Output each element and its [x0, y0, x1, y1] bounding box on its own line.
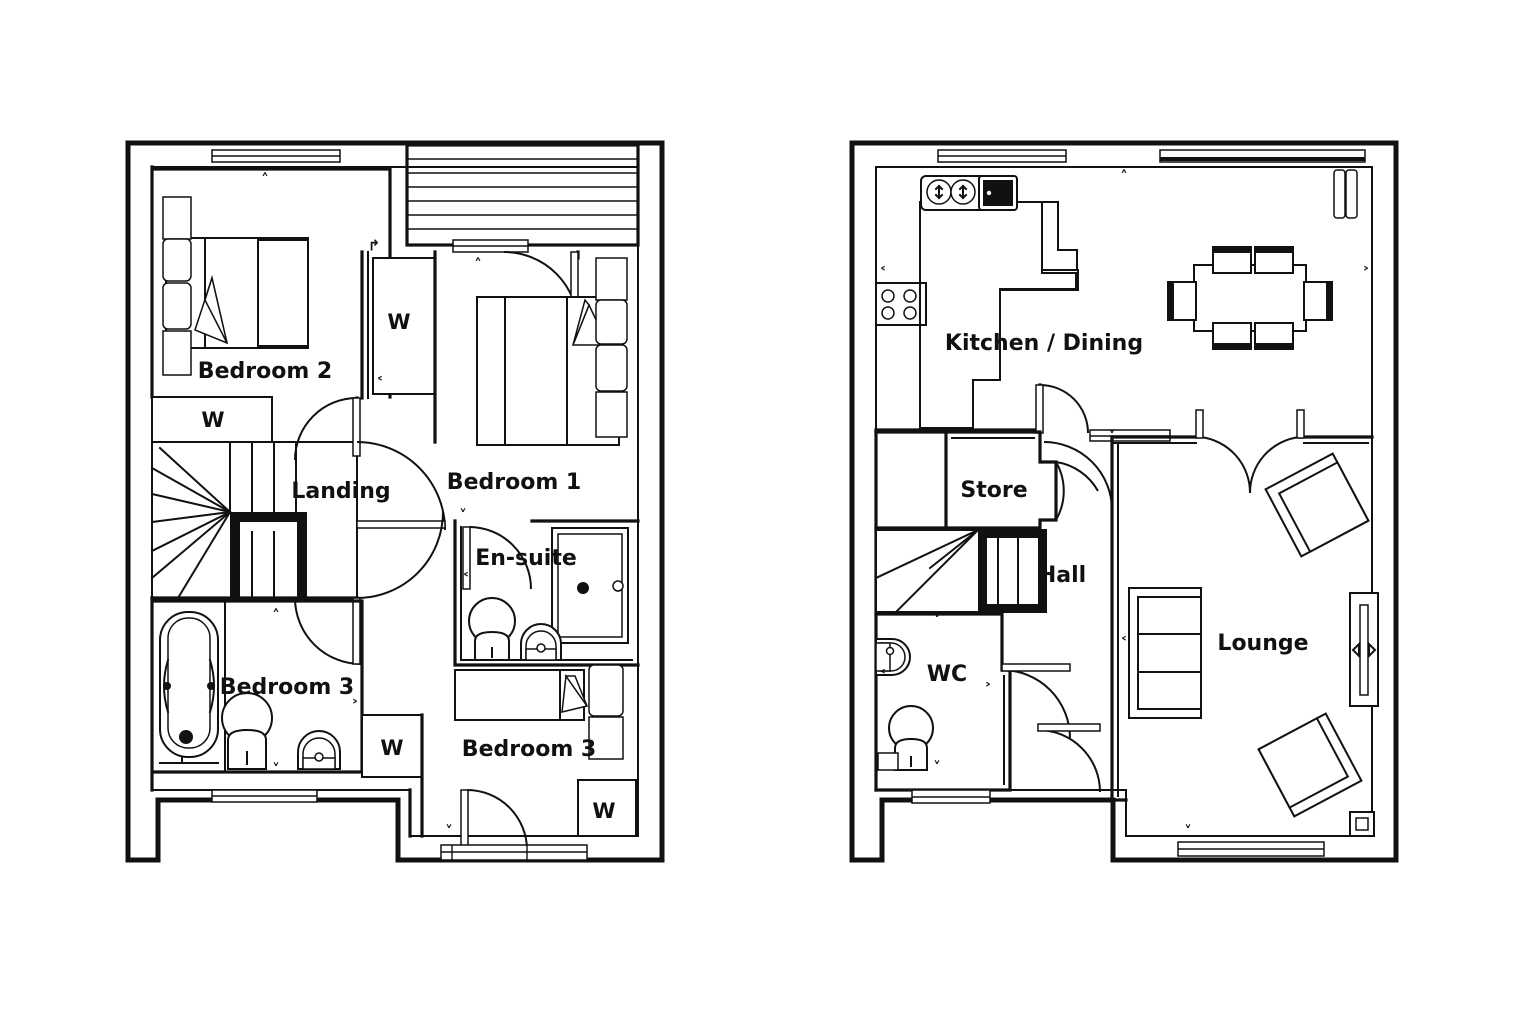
- marker-left-lounge: ˂: [1120, 635, 1128, 653]
- marker-left-kitchen: ˂: [879, 265, 887, 283]
- radiator-kitchen: [1333, 169, 1358, 219]
- wardrobe-bedroom-3a-box: [361, 714, 423, 778]
- staircase-landing: [150, 441, 359, 600]
- door-hall-front: [1037, 723, 1101, 793]
- window-bedroom-1-top: [452, 239, 529, 253]
- room-label-landing: Landing: [291, 479, 390, 504]
- door-ensuite-landing: [356, 511, 444, 599]
- washbasin-bathroom: [297, 730, 341, 770]
- marker-left-ensuite: ˂: [462, 571, 470, 589]
- marker-down-lounge: ˅: [1184, 823, 1192, 841]
- bathtub: [159, 611, 219, 764]
- double-doors-lounge: [1195, 409, 1305, 494]
- shower-enclosure-ensuite: [551, 527, 629, 644]
- toilet-wc: [877, 705, 934, 771]
- marker-up-bedroom-2: ˄: [261, 171, 269, 189]
- dining-chair-2: [1254, 246, 1294, 274]
- kitchen-island-return: [919, 201, 1077, 429]
- window-bedroom-3-bottom: [440, 844, 588, 861]
- window-kitchen-top: [937, 149, 1067, 163]
- room-label-bedroom-2: Bedroom 2: [198, 359, 332, 384]
- marker-down-bathroom: ˅: [272, 761, 280, 779]
- dining-table: [1193, 264, 1307, 332]
- bedside-table-bedroom-2-upper: [162, 196, 192, 282]
- marker-down-wc: ˅: [933, 759, 941, 777]
- staircase-hall: [874, 528, 1047, 614]
- wardrobe-bedroom-2-box: [151, 396, 273, 443]
- bedside-table-bedroom-2-lower: [162, 282, 192, 376]
- toilet-ensuite: [468, 597, 516, 661]
- wardrobe-label-landing: W: [387, 310, 410, 334]
- door-store: [1055, 461, 1099, 521]
- oven-unit: [978, 175, 1018, 211]
- hall-lounge-partition: [1110, 435, 1128, 802]
- bedside-table-bedroom-3: [588, 664, 624, 760]
- marker-left-wc: ˂: [879, 668, 887, 686]
- marker-up-kitchen: ˄: [1120, 168, 1128, 186]
- three-seat-sofa: [1128, 587, 1202, 719]
- wardrobe-label-bedroom-2: W: [201, 408, 224, 432]
- ground-floor-plan: ˄ ˂ ˃ ˅ ˅ ˂ ˅ ˃ ˂ ˅ Kitchen / Dining Sto…: [849, 140, 1399, 863]
- hob: [875, 282, 927, 326]
- dining-chair-6: [1303, 281, 1333, 321]
- marker-down-bedroom-3r: ˅: [445, 823, 453, 841]
- marker-up-wc: ˅: [933, 612, 941, 630]
- room-label-store: Store: [960, 478, 1027, 503]
- washbasin-ensuite: [520, 623, 562, 661]
- marker-right-hall: ˃: [984, 681, 992, 699]
- marker-right-bedroom-3l: ˃: [351, 698, 359, 716]
- room-label-bedroom-3-left: Bedroom 3: [220, 675, 354, 700]
- wardrobe-label-bedroom-3b: W: [592, 799, 615, 823]
- armchair-lower: [1257, 712, 1363, 818]
- door-kitchen-hall: [1035, 384, 1171, 442]
- door-bedroom-3-left: [294, 597, 362, 665]
- door-ensuite: [462, 526, 532, 590]
- marker-down-landing: ˅: [459, 507, 467, 525]
- toilet-bathroom: [221, 692, 273, 770]
- bedside-table-bedroom-1-upper: [595, 257, 628, 345]
- dining-chair-5: [1167, 281, 1197, 321]
- dining-chair-1: [1212, 246, 1252, 274]
- bedside-table-bedroom-1-lower: [595, 344, 628, 438]
- room-label-kitchen-dining: Kitchen / Dining: [945, 331, 1143, 356]
- marker-down-kitchen-door: ˅: [1108, 428, 1116, 446]
- room-label-hall: Hall: [1038, 563, 1086, 588]
- bedroom-3-right-partitions: [408, 713, 424, 838]
- first-floor-outer-wall: [125, 140, 665, 863]
- dining-chair-3: [1212, 322, 1252, 350]
- marker-right-dining: ˃: [1362, 265, 1370, 283]
- window-lounge-bottom: [1177, 841, 1325, 857]
- tv-unit: [1349, 811, 1375, 837]
- room-label-ensuite: En-suite: [475, 546, 577, 571]
- wardrobe-label-bedroom-3a: W: [380, 736, 403, 760]
- marker-turn-landing: ↱: [368, 237, 381, 255]
- armchair-upper: [1264, 452, 1370, 558]
- marker-up-bathroom: ˄: [272, 607, 280, 625]
- marker-left-wardrobe: ˂: [376, 375, 384, 393]
- roof-void-hatch: [405, 143, 640, 247]
- marker-up-bedroom-1: ˄: [474, 256, 482, 274]
- wardrobe-landing-box: [360, 250, 436, 400]
- window-dining-top: [1159, 149, 1366, 163]
- washbasin-wc: [875, 638, 911, 676]
- door-bedroom-3-right: [460, 789, 528, 851]
- room-label-bedroom-3-right: Bedroom 3: [462, 737, 596, 762]
- wardrobe-bedroom-3b-box: [577, 779, 637, 837]
- door-bedroom-2: [294, 397, 361, 461]
- first-floor-plan: ˄ ˄ ˂ ˄ ˅ ˂ ˃ ˅ ˅ ↱ Bedroom 2 Landing Be…: [125, 140, 665, 863]
- window-bathroom-bottom: [211, 789, 318, 803]
- window-wc-bottom: [911, 789, 991, 804]
- door-hall-lounge: [1043, 441, 1113, 511]
- room-label-wc: WC: [927, 662, 967, 687]
- room-label-bedroom-1: Bedroom 1: [447, 470, 581, 495]
- window-bedroom-2-top: [211, 149, 341, 163]
- room-label-lounge: Lounge: [1217, 631, 1308, 656]
- single-bed-bedroom-3: [454, 669, 589, 721]
- store-partitions: [874, 430, 1058, 530]
- dining-chair-4: [1254, 322, 1294, 350]
- sliding-patio-door: [1349, 592, 1379, 707]
